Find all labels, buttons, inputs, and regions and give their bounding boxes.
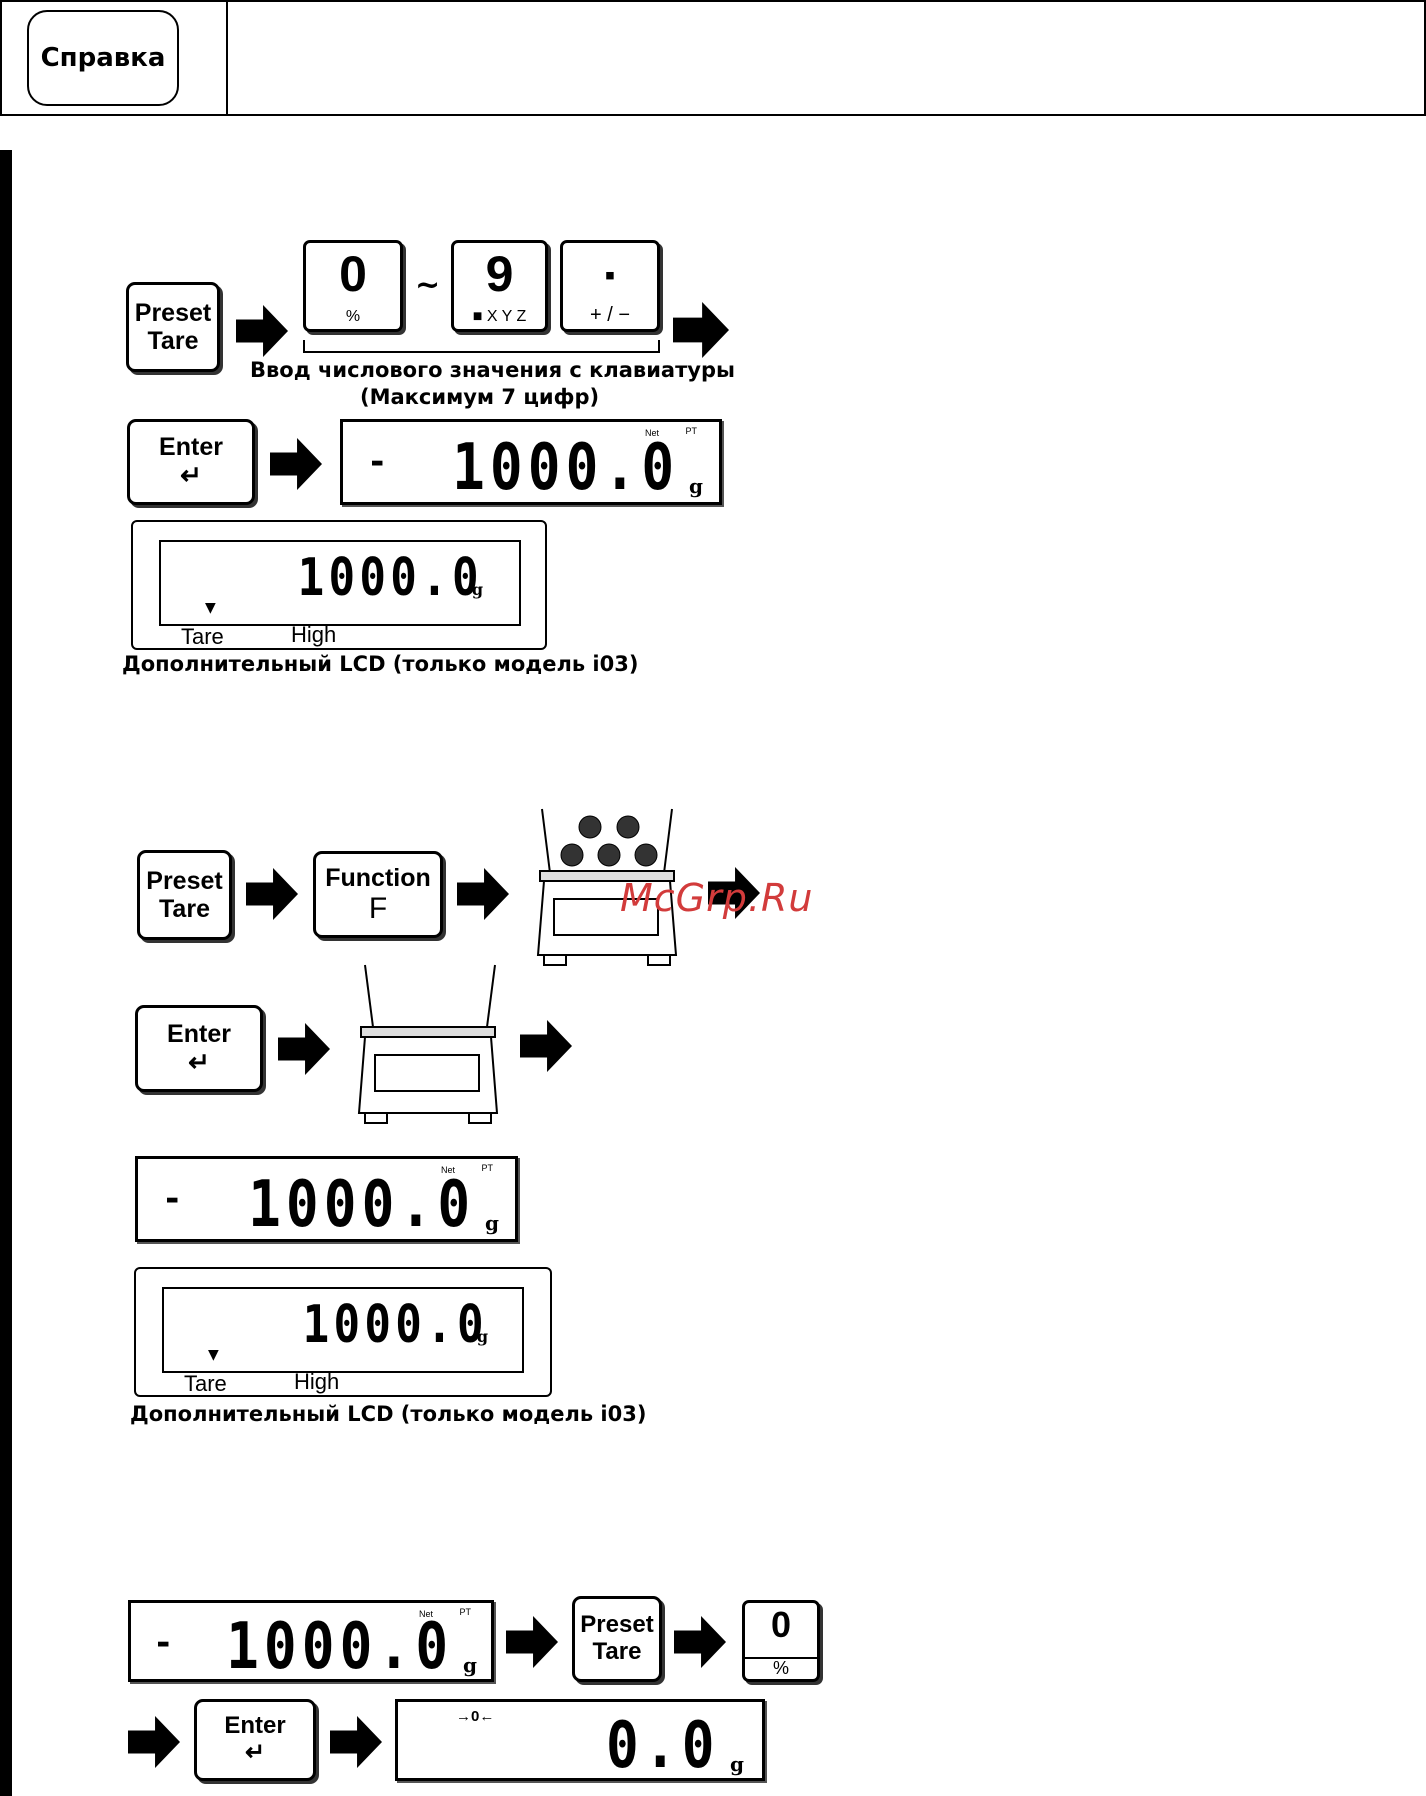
main-lcd-display: - 1000.0 g Net PT <box>340 419 722 505</box>
scale-with-weights-icon <box>536 808 678 966</box>
right-arrow-icon <box>246 868 298 920</box>
sub-lcd-value: 1000.0 <box>302 1295 488 1355</box>
zero-key[interactable]: 0 % <box>303 240 403 332</box>
zero-center-indicator: →0← <box>456 1708 495 1725</box>
zero-digit: 0 <box>339 246 367 302</box>
tare-label: Tare <box>592 1638 642 1665</box>
nine-sub-label: ■ X Y Z <box>472 308 527 325</box>
main-lcd-display: - 1000.0 g Net PT <box>128 1600 494 1682</box>
enter-label: Enter <box>224 1712 286 1740</box>
lcd-minus: - <box>153 1623 174 1663</box>
sub-lcd-caption: Дополнительный LCD (только модель i03) <box>130 1402 647 1426</box>
sub-lcd-unit: g <box>471 580 483 599</box>
lcd-minus: - <box>162 1179 183 1219</box>
lcd-pt-indicator: PT <box>685 426 697 436</box>
sub-lcd-tare-label: Tare <box>181 624 224 649</box>
lcd-unit: g <box>730 1752 744 1776</box>
lcd-value: 0.0 <box>606 1709 720 1783</box>
decimal-point: ▪ <box>604 259 616 292</box>
percent-label: % <box>772 1658 789 1678</box>
lcd-value: 1000.0 <box>247 1168 475 1242</box>
tare-label: Tare <box>159 895 210 923</box>
lcd-value: 1000.0 <box>225 1610 453 1684</box>
preset-tare-key[interactable]: Preset Tare <box>137 850 232 940</box>
help-badge: Справка <box>27 10 179 106</box>
enter-return-icon: ↵ <box>244 1739 266 1766</box>
enter-return-icon: ↵ <box>188 1046 210 1077</box>
lcd-net-indicator: Net <box>418 1609 433 1619</box>
preset-tare-key[interactable]: Preset Tare <box>572 1596 662 1682</box>
range-tilde: ~ <box>415 268 441 303</box>
tare-label: Tare <box>147 327 199 355</box>
lcd-unit: g <box>689 474 703 498</box>
keypad-caption-limit: (Максимум 7 цифр) <box>360 385 600 409</box>
decimal-sign-key[interactable]: ▪ + / − <box>560 240 660 332</box>
enter-return-icon: ↵ <box>180 460 202 491</box>
zero-digit: 0 <box>770 1604 792 1645</box>
tare-marker-icon: ▼ <box>205 600 216 616</box>
zero-key-divider <box>745 1657 817 1659</box>
keypad-bracket <box>303 340 660 353</box>
right-arrow-icon <box>128 1716 180 1768</box>
lcd-minus: - <box>367 442 388 482</box>
margin-bar <box>0 150 12 1796</box>
sign-label: + / − <box>589 304 631 326</box>
nine-key[interactable]: 9 ■ X Y Z <box>451 240 548 332</box>
right-arrow-icon <box>330 1716 382 1768</box>
sub-lcd-panel: 1000.0 g ▼ Tare High <box>134 1267 552 1397</box>
lcd-value: 1000.0 <box>451 431 679 505</box>
function-f-label: F <box>368 891 388 925</box>
sub-lcd-high-label: High <box>291 622 337 647</box>
sub-lcd-panel: 1000.0 g ▼ Tare High <box>131 520 547 650</box>
sub-lcd-screen <box>159 540 521 626</box>
lcd-unit: g <box>463 1653 477 1677</box>
sub-lcd-tare-label: Tare <box>184 1371 227 1396</box>
sub-lcd-caption: Дополнительный LCD (только модель i03) <box>122 652 639 676</box>
enter-key[interactable]: Enter ↵ <box>127 419 255 505</box>
lcd-unit: g <box>485 1211 499 1235</box>
tare-marker-icon: ▼ <box>208 1347 219 1363</box>
empty-scale-icon <box>357 964 499 1124</box>
right-arrow-icon <box>506 1616 558 1668</box>
preset-tare-key[interactable]: Preset Tare <box>126 282 220 372</box>
main-lcd-display: - 1000.0 g Net PT <box>135 1156 518 1242</box>
right-arrow-icon <box>457 868 509 920</box>
header-right-cell <box>226 0 1426 116</box>
sub-lcd-high-label: High <box>294 1369 340 1394</box>
lcd-pt-indicator: PT <box>481 1163 493 1173</box>
right-arrow-icon <box>270 438 322 490</box>
function-label: Function <box>325 863 431 892</box>
right-arrow-icon <box>673 302 729 358</box>
nine-digit: 9 <box>485 246 514 302</box>
preset-label: Preset <box>134 299 212 327</box>
enter-key[interactable]: Enter ↵ <box>135 1005 263 1092</box>
zero-lcd-display: →0← 0.0 g <box>395 1699 765 1781</box>
function-key[interactable]: Function F <box>313 851 443 938</box>
enter-key[interactable]: Enter ↵ <box>194 1699 316 1781</box>
lcd-pt-indicator: PT <box>459 1607 471 1617</box>
percent-label: % <box>345 308 361 325</box>
sub-lcd-unit: g <box>476 1327 488 1346</box>
zero-key[interactable]: 0 % <box>742 1600 820 1682</box>
right-arrow-icon <box>278 1023 330 1075</box>
enter-label: Enter <box>167 1019 231 1048</box>
lcd-net-indicator: Net <box>644 428 659 438</box>
lcd-net-indicator: Net <box>440 1165 455 1175</box>
sub-lcd-value: 1000.0 <box>297 548 483 608</box>
sub-lcd-screen <box>162 1287 524 1373</box>
keypad-caption: Ввод числового значения с клавиатуры <box>250 358 735 382</box>
enter-label: Enter <box>159 433 223 462</box>
preset-label: Preset <box>146 867 223 895</box>
right-arrow-icon <box>674 1616 726 1668</box>
watermark: McGrp.Ru <box>620 876 814 920</box>
preset-label: Preset <box>580 1611 654 1639</box>
right-arrow-icon <box>520 1020 572 1072</box>
right-arrow-icon <box>236 305 288 357</box>
